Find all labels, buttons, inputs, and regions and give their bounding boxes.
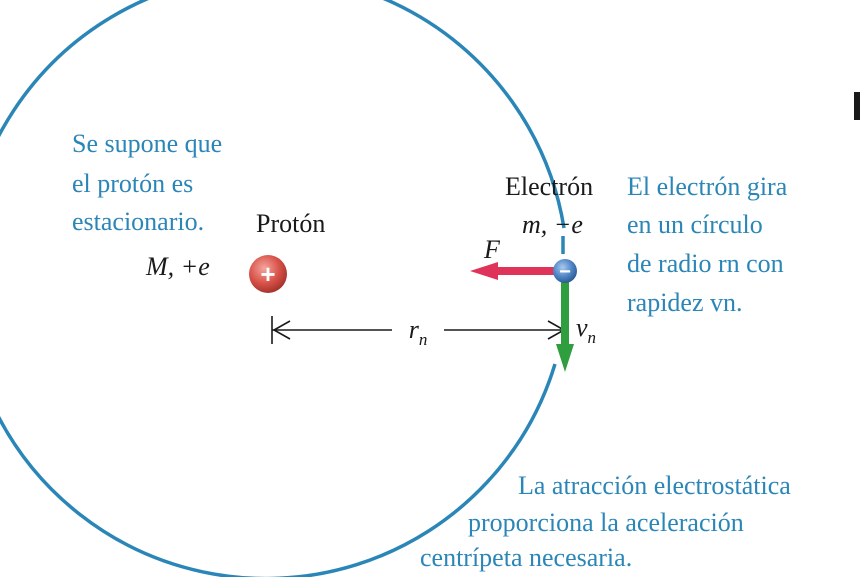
attraction-line-1: La atracción electrostática [518,471,791,500]
electron-desc-line-4: rapidez vn. [627,288,743,317]
proton-sphere [249,255,287,293]
electron-desc-line-1: El electrón gira [627,172,788,201]
electron-props: m, −e [522,210,583,239]
proton-name: Protón [256,209,326,238]
assumption-line-2: el protón es [72,169,194,198]
force-arrow-shaft [496,267,562,275]
electron-desc-line-2: en un círculo [627,210,763,239]
force-label: F [483,235,501,264]
assumption-line-3: estacionario. [72,207,205,236]
electron-sphere [553,259,577,283]
radius-arrowhead-left [272,320,291,340]
radius-label: rn [409,315,428,349]
proton-charge-sign: + [260,259,275,289]
velocity-arrow-shaft [561,275,569,347]
electron-charge-sign: − [559,261,571,283]
electron-desc-line-3: de radio rn con [627,249,784,278]
electron-name: Electrón [505,172,594,201]
velocity-arrowhead [556,344,574,372]
cropped-edge-mark [854,92,860,120]
proton-props: M, +e [146,252,210,281]
attraction-line-3: centrípeta necesaria. [420,543,633,572]
attraction-line-2: proporciona la aceleración [468,508,744,537]
assumption-line-1: Se supone que [72,129,223,158]
force-arrowhead [470,262,498,280]
velocity-label: vn [576,313,596,347]
electron-orbit [0,0,566,577]
